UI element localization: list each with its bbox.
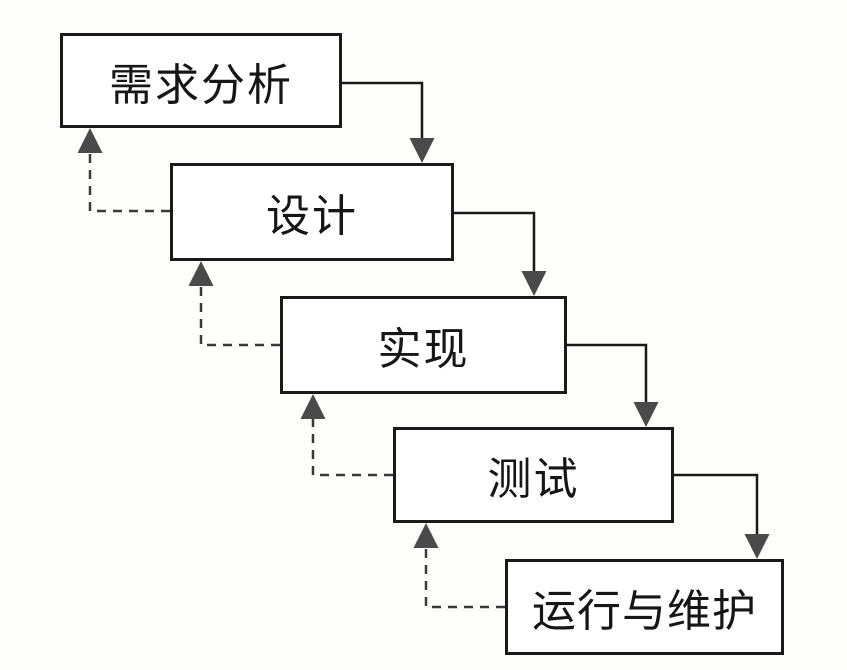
stage-box-implementation: 实现 (280, 296, 567, 394)
stage-box-operation-maintenance: 运行与维护 (505, 559, 784, 655)
stage-label: 需求分析 (109, 59, 293, 111)
feedback-arrow-2-to-1 (77, 128, 170, 213)
stage-box-design: 设计 (170, 163, 454, 261)
stage-label: 实现 (377, 324, 470, 375)
stage-box-requirements-analysis: 需求分析 (60, 33, 342, 128)
forward-arrow-2-to-3 (454, 211, 547, 296)
feedback-arrow-5-to-4 (413, 523, 505, 609)
stage-label: 设计 (266, 191, 358, 242)
forward-arrow-4-to-5 (674, 473, 770, 559)
feedback-arrow-4-to-3 (300, 394, 393, 477)
stage-label: 测试 (487, 454, 580, 505)
stage-box-testing: 测试 (393, 427, 674, 523)
feedback-arrow-3-to-2 (188, 261, 280, 347)
stage-label: 运行与维护 (532, 586, 757, 637)
forward-arrow-3-to-4 (567, 343, 659, 427)
forward-arrow-1-to-2 (342, 81, 435, 163)
